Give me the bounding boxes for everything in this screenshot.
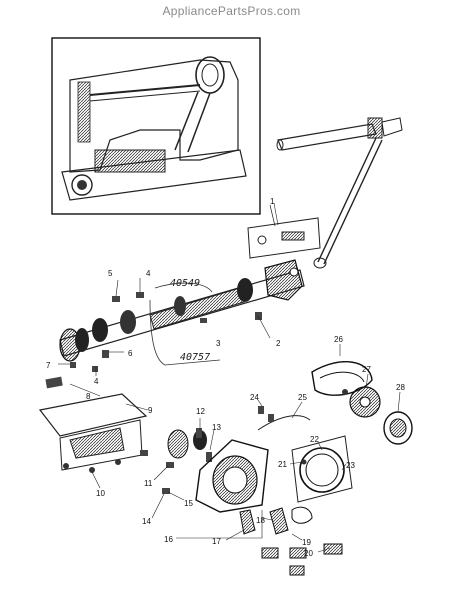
callout-18: 18 xyxy=(256,516,265,525)
lower-shaft-assembly xyxy=(59,259,305,372)
handwritten-note-2: 40757 xyxy=(180,352,210,363)
callout-27: 27 xyxy=(362,365,371,374)
callout-8: 8 xyxy=(86,392,91,401)
feed-plate-assembly xyxy=(38,376,148,473)
callout-25: 25 xyxy=(298,393,307,402)
callout-1: 1 xyxy=(270,197,275,206)
callout-23: 23 xyxy=(346,461,355,470)
callout-21: 21 xyxy=(278,460,287,469)
callout-14: 14 xyxy=(142,517,151,526)
hook-drive-assembly xyxy=(140,428,269,513)
bracket-screws xyxy=(239,506,343,576)
bobbin-case-holder xyxy=(291,435,353,503)
handwritten-note-1: 40549 xyxy=(170,278,200,289)
callout-19: 19 xyxy=(302,538,311,547)
callout-26: 26 xyxy=(334,335,343,344)
handwritten-annotations: 40549 40757 xyxy=(149,278,221,366)
arm-shaft-assembly xyxy=(276,117,403,269)
callout-15: 15 xyxy=(184,499,193,508)
hook-parts xyxy=(311,361,413,445)
callout-2: 2 xyxy=(276,339,281,348)
thread-guide-wire xyxy=(257,406,311,431)
callout-7: 7 xyxy=(46,361,51,370)
callout-12: 12 xyxy=(196,407,205,416)
callout-6: 6 xyxy=(128,349,133,358)
callout-10: 10 xyxy=(96,489,105,498)
callout-9: 9 xyxy=(148,406,153,415)
callout-5: 5 xyxy=(108,269,113,278)
callout-labels: 1 2 3 4 4 5 6 7 8 9 10 11 12 13 14 15 16… xyxy=(46,197,405,558)
callout-4a: 4 xyxy=(146,269,151,278)
callout-17: 17 xyxy=(212,537,221,546)
callout-3: 3 xyxy=(216,339,221,348)
callout-13: 13 xyxy=(212,423,221,432)
callout-4b: 4 xyxy=(94,377,99,386)
callout-16: 16 xyxy=(164,535,173,544)
callout-11: 11 xyxy=(144,479,153,488)
callout-22: 22 xyxy=(310,435,319,444)
callout-24: 24 xyxy=(250,393,259,402)
part-1-box xyxy=(247,204,321,259)
callout-20: 20 xyxy=(304,549,313,558)
callout-28: 28 xyxy=(396,383,405,392)
leader-lines xyxy=(58,202,401,553)
machine-inset xyxy=(51,37,261,215)
watermark-text: AppliancePartsPros.com xyxy=(162,4,301,18)
